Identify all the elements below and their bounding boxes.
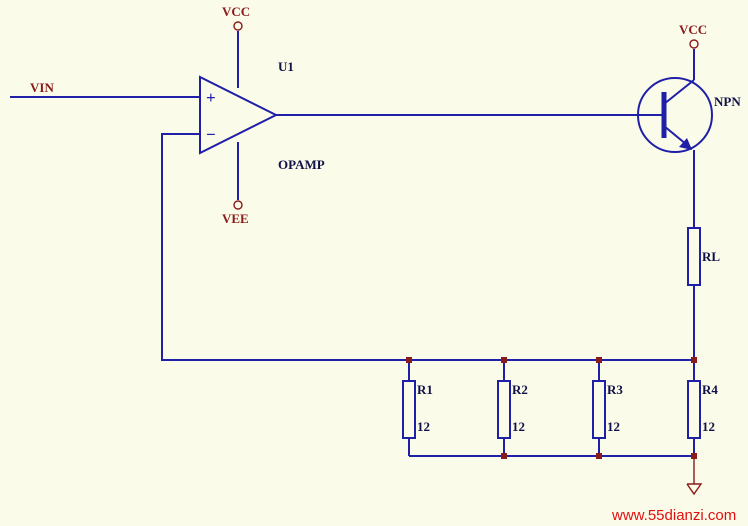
vee-power: VEE <box>222 200 249 226</box>
vcc-opamp-label: VCC <box>222 4 250 19</box>
junction-dot <box>691 357 697 363</box>
r2-ref: R2 <box>512 382 528 397</box>
transistor-body <box>637 77 713 153</box>
vin-net: VIN <box>10 80 200 98</box>
junction-dot <box>406 357 412 363</box>
junction-dot <box>501 357 507 363</box>
opamp-ref: U1 <box>278 59 294 74</box>
opamp-triangle <box>199 75 279 155</box>
junction-dot <box>596 453 602 459</box>
r2-body <box>497 380 511 439</box>
r1-body <box>402 380 416 439</box>
vcc-opamp-power: VCC <box>222 4 250 31</box>
resistor-r3: R3 12 <box>592 360 623 456</box>
r1-ref: R1 <box>417 382 433 397</box>
r4-body <box>687 380 701 439</box>
opamp-plus-sign: + <box>206 88 216 107</box>
emitter-arrow-icon <box>679 138 692 150</box>
opamp-u1: + − U1 OPAMP <box>199 31 325 200</box>
opamp-type: OPAMP <box>278 157 325 172</box>
vee-terminal <box>233 200 243 210</box>
resistor-r4: R4 12 <box>687 360 718 456</box>
junction-dot <box>501 453 507 459</box>
vee-label: VEE <box>222 211 249 226</box>
vcc-npn-terminal <box>689 39 699 49</box>
vcc-npn-power: VCC <box>679 22 707 49</box>
vcc-opamp-terminal <box>233 21 243 31</box>
r3-body <box>592 380 606 439</box>
watermark-text: www.55dianzi.com <box>611 507 736 524</box>
junction-dot <box>596 357 602 363</box>
resistor-r1: R1 12 <box>402 360 433 456</box>
r1-value: 12 <box>417 419 430 434</box>
ground-icon <box>686 456 703 496</box>
feedback-wire <box>161 133 694 361</box>
r4-ref: R4 <box>702 382 718 397</box>
junctions <box>406 357 697 459</box>
resistor-rl: RL <box>687 227 720 286</box>
r3-ref: R3 <box>607 382 623 397</box>
transistor-type: NPN <box>714 94 741 109</box>
opamp-minus-sign: − <box>206 125 216 144</box>
r3-value: 12 <box>607 419 620 434</box>
r2-value: 12 <box>512 419 525 434</box>
resistor-r2: R2 12 <box>497 360 528 456</box>
rl-body <box>687 227 701 286</box>
r4-value: 12 <box>702 419 715 434</box>
npn-transistor: NPN <box>637 49 741 153</box>
vin-label: VIN <box>30 80 54 95</box>
rl-ref: RL <box>702 249 720 264</box>
transistor-collector <box>663 79 695 105</box>
vcc-npn-label: VCC <box>679 22 707 37</box>
